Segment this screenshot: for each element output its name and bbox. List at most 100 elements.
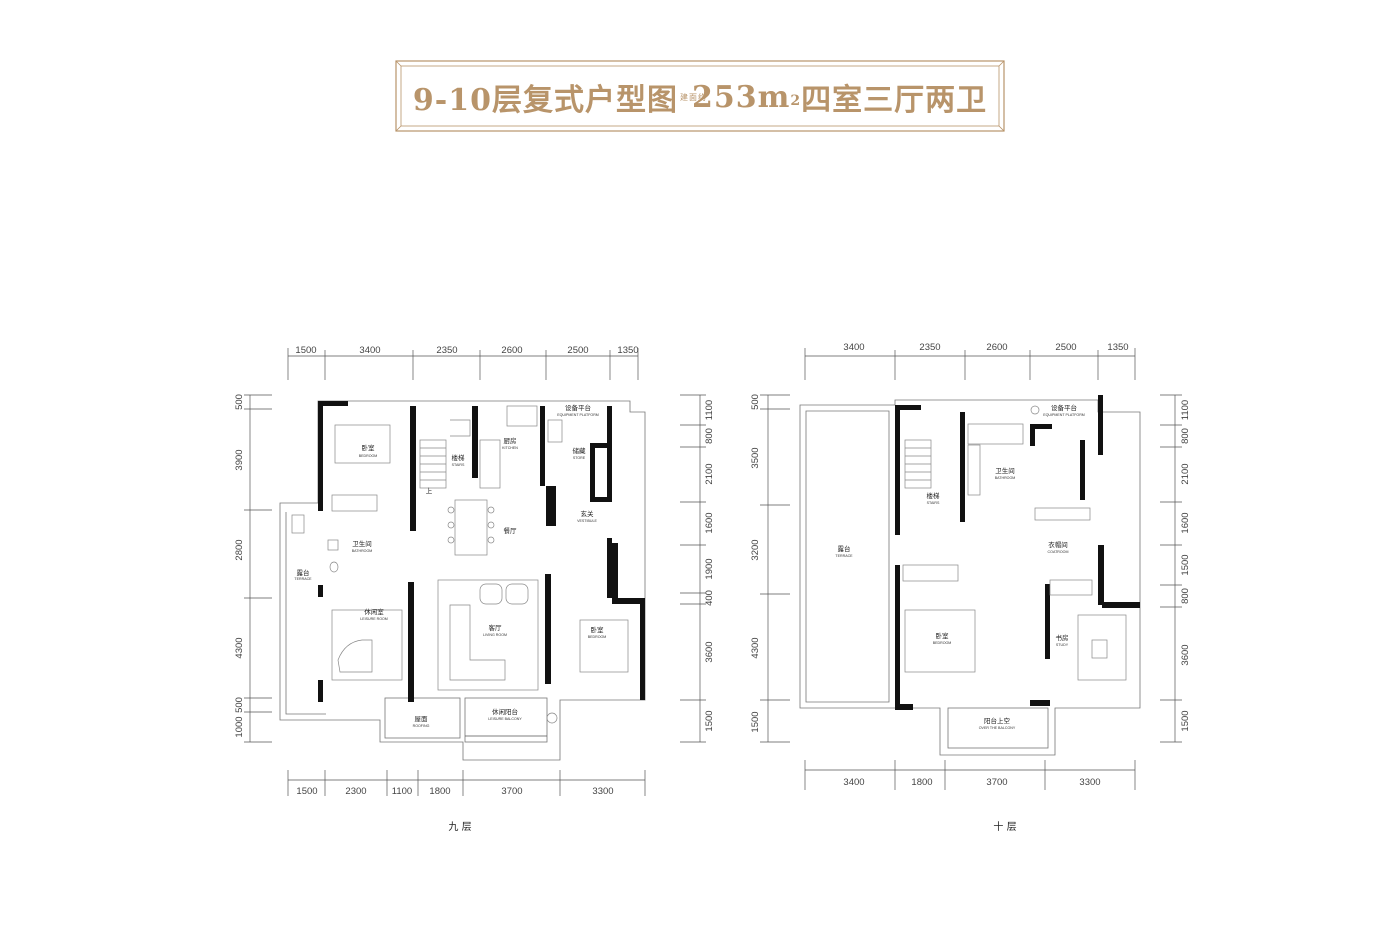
floor9-room-stairs: 楼梯: [452, 453, 466, 462]
floor10-dim-left-1: 3500: [750, 447, 761, 468]
floor9-dim-left-3: 4300: [234, 637, 245, 658]
floor10-dim-top-1: 2350: [919, 342, 940, 353]
floor9-room-bedroom-1: 卧室: [362, 443, 376, 452]
floor10-dim-top-0: 3400: [843, 342, 864, 353]
floor9-room-store: 储藏: [573, 446, 587, 455]
floor10-room-stairs-en: STAIRS: [927, 501, 940, 505]
floor10-dim-bottom-3: 3300: [1079, 777, 1100, 788]
floor10-dim-right-4: 1500: [1180, 554, 1191, 575]
floor9-dim-top-5: 1350: [617, 345, 638, 356]
floor10-room-study: 书房: [1056, 633, 1069, 642]
floor9-room-leisure: 休闲室: [364, 607, 384, 616]
floor9-dim-left-2: 2800: [234, 539, 245, 560]
floor9-room-stairs-en: STAIRS: [452, 463, 465, 467]
floor9-dim-top-3: 2600: [501, 345, 522, 356]
floor9-room-roofing-en: ROOFING: [413, 724, 430, 728]
floor9-dim-right-2: 2100: [704, 463, 715, 484]
floor10-plan: 3400 2350 2600 2500 1350 3400 1800 3700 …: [750, 342, 1191, 833]
floor10-room-over-balcony-en: OVER THE BALCONY: [979, 726, 1016, 730]
floor9-stair-up-mark: 上: [426, 486, 433, 495]
floor9-dim-bottom-0: 1500: [296, 786, 317, 797]
floor9-dim-right-4: 1900: [704, 558, 715, 579]
floor9-dim-top-4: 2500: [567, 345, 588, 356]
floor9-room-balcony-en: LEISURE BALCONY: [488, 717, 522, 721]
floor9-dim-left-5: 1000: [234, 716, 245, 737]
floor10-dim-right-5: 800: [1180, 588, 1191, 604]
floor10-dim-left-0: 500: [750, 394, 761, 410]
floor10-dim-right-7: 1500: [1180, 710, 1191, 731]
floor9-dims-top: 1500 3400 2350 2600 2500 1350: [287, 345, 639, 380]
title-frame: [395, 60, 1005, 132]
floor9-dim-left-0: 500: [234, 394, 245, 410]
floor9-room-dining: 餐厅: [504, 526, 518, 535]
floor9-dims-bottom: 1500 2300 1100 1800 3700 3300: [287, 770, 646, 797]
floor10-room-equipment-en: EQUIPMENT PLATFORM: [1043, 413, 1085, 417]
floor9-room-bathroom: 卫生间: [352, 539, 372, 548]
floor10-walls: [895, 395, 1140, 710]
floor10-room-bedroom-en: BEDROOM: [933, 641, 952, 645]
floor9-room-kitchen-en: KITCHEN: [502, 446, 518, 450]
floor10-room-bathroom: 卫生间: [995, 466, 1015, 475]
floor9-dim-right-6: 3600: [704, 641, 715, 662]
floor10-dim-bottom-2: 3700: [986, 777, 1007, 788]
floor10-dim-right-0: 1100: [1180, 400, 1191, 420]
floor10-dim-bottom-0: 3400: [843, 777, 864, 788]
floor10-room-coatroom: 衣帽间: [1048, 540, 1068, 549]
floor9-room-roofing: 屋面: [415, 715, 429, 723]
floor9-stairs: [419, 419, 471, 489]
title-area: 253m: [691, 79, 791, 115]
floor10-room-bathroom-en: BATHROOM: [995, 476, 1016, 480]
floor9-room-kitchen: 厨房: [504, 436, 517, 445]
floor10-dim-right-2: 2100: [1180, 463, 1191, 484]
floor9-furniture: [291, 405, 629, 724]
floor10-dim-top-2: 2600: [986, 342, 1007, 353]
floor9-room-labels: 卧室 BEDROOM 楼梯 STAIRS 厨房 KITCHEN 设备平台 EQU…: [294, 403, 606, 728]
floor9-room-equipment-en: EQUIPMENT PLATFORM: [557, 413, 599, 417]
floor10-dim-bottom-1: 1800: [911, 777, 932, 788]
title-main: 9-10层复式户型图: [412, 83, 678, 118]
floor10-dim-left-4: 1500: [750, 711, 761, 732]
floor9-room-bedroom-2: 卧室: [591, 625, 605, 634]
floor9-dim-top-2: 2350: [436, 345, 457, 356]
floor9-dim-bottom-5: 3300: [592, 786, 613, 797]
floor9-room-vestibule-en: VESTIBULE: [577, 519, 597, 523]
floor9-dim-top-0: 1500: [295, 345, 316, 356]
floor10-dim-top-4: 1350: [1107, 342, 1128, 353]
floor9-dim-left-1: 3900: [234, 449, 245, 470]
floor10-room-stairs: 楼梯: [927, 491, 941, 500]
floor10-room-equipment: 设备平台: [1051, 403, 1077, 412]
floor9-dim-right-0: 1100: [704, 400, 715, 420]
floor9-dim-top-1: 3400: [359, 345, 380, 356]
floor9-room-bedroom-2-en: BEDROOM: [588, 635, 607, 639]
floor9-room-store-en: STORE: [573, 456, 586, 460]
floor9-dim-bottom-1: 2300: [345, 786, 366, 797]
floor9-room-terrace: 露台: [297, 568, 310, 577]
floor10-room-labels: 设备平台 EQUIPMENT PLATFORM 卫生间 BATHROOM 楼梯 …: [835, 403, 1084, 730]
floor9-room-leisure-en: LEISURE ROOM: [360, 617, 388, 621]
floor9-plan: 1500 3400 2350 2600 2500 1350 1500 2300 …: [234, 345, 715, 833]
floor10-room-bedroom: 卧室: [936, 631, 950, 640]
floor9-room-equipment: 设备平台: [565, 403, 591, 412]
floor9-dims-right: 1100 800 2100 1600 1900 400 3600 1500: [680, 394, 715, 743]
floor9-dims-left: 500 3900 2800 4300 500 1000: [234, 394, 272, 743]
floor10-dim-left-2: 3200: [750, 539, 761, 560]
title-area-sup: 2: [790, 93, 802, 109]
floor10-dim-right-6: 3600: [1180, 644, 1191, 665]
floor9-caption: 九 层: [448, 821, 471, 833]
floor9-room-terrace-en: TERRACE: [294, 577, 312, 581]
floor10-dims-top: 3400 2350 2600 2500 1350: [804, 342, 1136, 380]
floor10-room-over-balcony: 阳台上空: [984, 716, 1011, 725]
floor10-dims-right: 1100 800 2100 1600 1500 800 3600 1500: [1160, 394, 1191, 743]
floor9-dim-right-7: 1500: [704, 710, 715, 731]
floor10-caption: 十 层: [993, 820, 1016, 833]
floor9-dim-bottom-3: 1800: [429, 786, 450, 797]
floor9-room-bathroom-en: BATHROOM: [352, 549, 373, 553]
floor9-dim-bottom-2: 1100: [392, 786, 412, 797]
floor10-room-terrace: 露台: [838, 544, 851, 553]
floor9-dim-right-3: 1600: [704, 512, 715, 533]
floor9-dim-bottom-4: 3700: [501, 786, 522, 797]
floor10-dim-left-3: 4300: [750, 637, 761, 658]
floor9-dim-right-5: 400: [704, 590, 715, 606]
floor10-dims-bottom: 3400 1800 3700 3300: [804, 760, 1136, 790]
